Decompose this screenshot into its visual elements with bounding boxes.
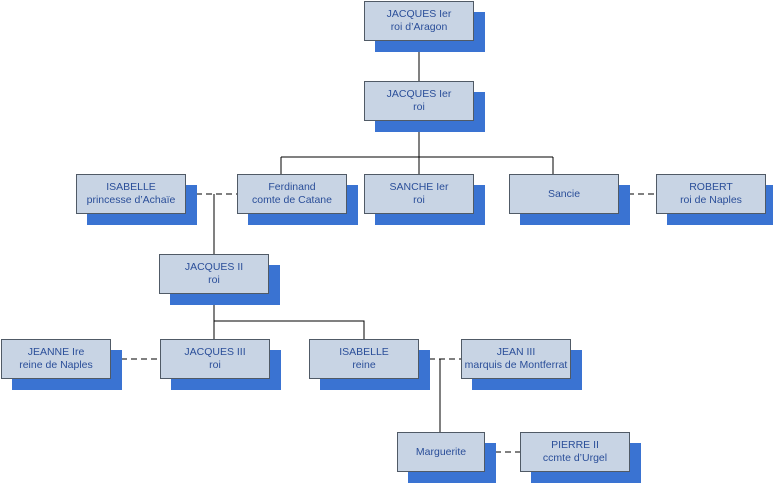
node-name: JACQUES Ier <box>386 8 452 20</box>
node-title: reine <box>352 359 376 371</box>
node-jacques-ii: JACQUES II roi <box>159 254 280 305</box>
node-name: JEANNE Ire <box>27 346 85 358</box>
descent-line <box>213 294 365 339</box>
node-box: Ferdinand comte de Catane <box>237 174 347 214</box>
node-title: roi de Naples <box>680 194 742 206</box>
node-box: SANCHE Ier roi <box>364 174 474 214</box>
node-box: JACQUES Ier roi <box>364 81 474 121</box>
node-marguerite: Marguerite <box>397 432 496 483</box>
node-name: Sancie <box>547 187 581 200</box>
node-title: roi <box>413 194 425 206</box>
node-name: ISABELLE <box>106 181 156 193</box>
node-name: SANCHE Ier <box>389 181 449 193</box>
node-title: princesse d’Achaïe <box>86 194 176 206</box>
node-robert: ROBERT roi de Naples <box>656 174 773 225</box>
node-isabelle-reine: ISABELLE reine <box>309 339 430 390</box>
descent-line <box>280 121 554 174</box>
node-name: JACQUES II <box>184 261 244 273</box>
node-title: comte de Catane <box>252 194 332 206</box>
node-jacques-i-roi: JACQUES Ier roi <box>364 81 485 132</box>
node-name: ROBERT <box>689 181 733 193</box>
node-title: roi <box>209 359 221 371</box>
node-name: Marguerite <box>415 445 467 458</box>
node-pierre-ii: PIERRE II ccmte d’Urgel <box>520 432 641 483</box>
node-box: JACQUES II roi <box>159 254 269 294</box>
node-jean-iii: JEAN III marquis de Montferrat <box>461 339 582 390</box>
node-box: JACQUES Ier roi d’Aragon <box>364 1 474 41</box>
node-sanche-i: SANCHE Ier roi <box>364 174 485 225</box>
node-box: ISABELLE princesse d’Achaïe <box>76 174 186 214</box>
node-title: marquis de Montferrat <box>464 359 568 371</box>
node-title: roi <box>413 101 425 113</box>
node-jeanne-i: JEANNE Ire reine de Naples <box>1 339 122 390</box>
node-name: JEAN III <box>496 346 536 358</box>
node-name: JACQUES Ier <box>386 88 452 100</box>
node-box: Sancie <box>509 174 619 214</box>
node-name: ISABELLE <box>339 346 389 358</box>
node-sancie: Sancie <box>509 174 630 225</box>
node-box: PIERRE II ccmte d’Urgel <box>520 432 630 472</box>
node-jacques-iii: JACQUES III roi <box>160 339 281 390</box>
node-name: Ferdinand <box>268 181 316 193</box>
node-box: Marguerite <box>397 432 485 472</box>
node-ferdinand: Ferdinand comte de Catane <box>237 174 358 225</box>
node-title: roi <box>208 274 220 286</box>
node-jacques-i-roi-daragon: JACQUES Ier roi d’Aragon <box>364 1 485 52</box>
node-name: PIERRE II <box>551 439 599 451</box>
node-box: JEAN III marquis de Montferrat <box>461 339 571 379</box>
node-title: ccmte d’Urgel <box>542 452 608 464</box>
node-box: JACQUES III roi <box>160 339 270 379</box>
node-box: ISABELLE reine <box>309 339 419 379</box>
node-box: JEANNE Ire reine de Naples <box>1 339 111 379</box>
node-title: reine de Naples <box>19 359 93 371</box>
node-name: JACQUES III <box>184 346 246 358</box>
node-isabelle-princesse-dachaie: ISABELLE princesse d’Achaïe <box>76 174 197 225</box>
node-box: ROBERT roi de Naples <box>656 174 766 214</box>
node-title: roi d’Aragon <box>390 21 448 33</box>
